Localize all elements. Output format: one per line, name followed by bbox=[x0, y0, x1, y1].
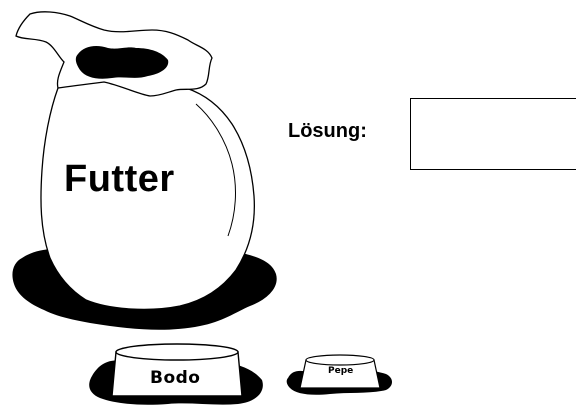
food-bag-contour bbox=[195, 103, 236, 237]
answer-input[interactable] bbox=[410, 98, 576, 170]
bowl-bodo bbox=[111, 343, 243, 397]
food-spill bbox=[75, 46, 169, 79]
solution-label: Lösung: bbox=[288, 120, 367, 142]
bowl-pepe bbox=[299, 354, 381, 389]
bowl-pepe-label: Pepe bbox=[328, 366, 354, 376]
bowl-bodo-label: Bodo bbox=[150, 368, 201, 388]
food-bag-label: Futter bbox=[64, 158, 175, 200]
